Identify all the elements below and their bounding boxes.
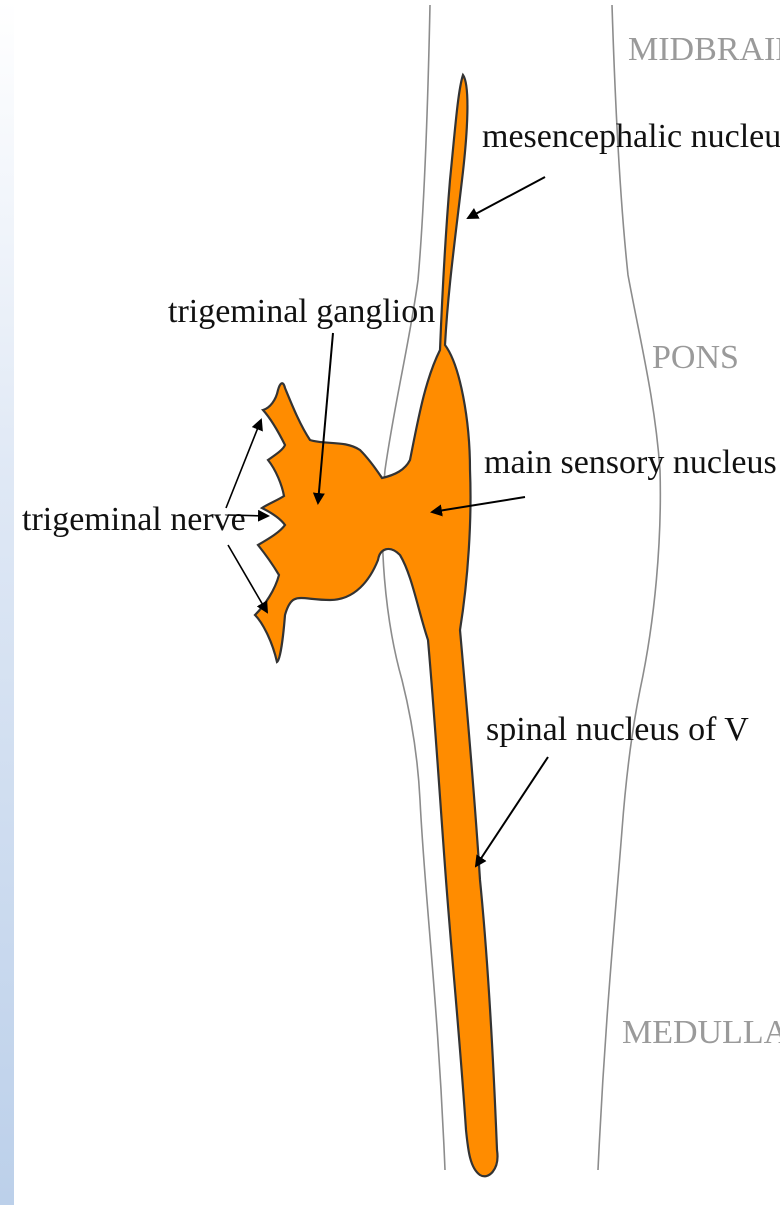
arrow-nerve-middle xyxy=(228,515,268,516)
arrow-mesencephalic xyxy=(468,177,545,218)
label-trigeminal-nerve: trigeminal nerve xyxy=(22,501,246,538)
region-medulla: MEDULLA xyxy=(622,1014,780,1051)
arrow-nerve-top xyxy=(226,420,261,508)
trigeminal-nucleus-complex xyxy=(255,75,497,1176)
label-trigeminal-ganglion: trigeminal ganglion xyxy=(168,293,435,330)
label-spinal-nucleus: spinal nucleus of V xyxy=(486,711,749,748)
label-main-sensory-nucleus: main sensory nucleus xyxy=(484,444,777,481)
arrow-nerve-bottom xyxy=(228,545,267,612)
brainstem-right-outline xyxy=(598,5,660,1170)
region-pons: PONS xyxy=(652,339,739,376)
region-midbrain: MIDBRAIN xyxy=(628,31,780,68)
label-mesencephalic-nucleus: mesencephalic nucleus xyxy=(482,118,780,155)
arrow-spinal xyxy=(476,757,548,866)
